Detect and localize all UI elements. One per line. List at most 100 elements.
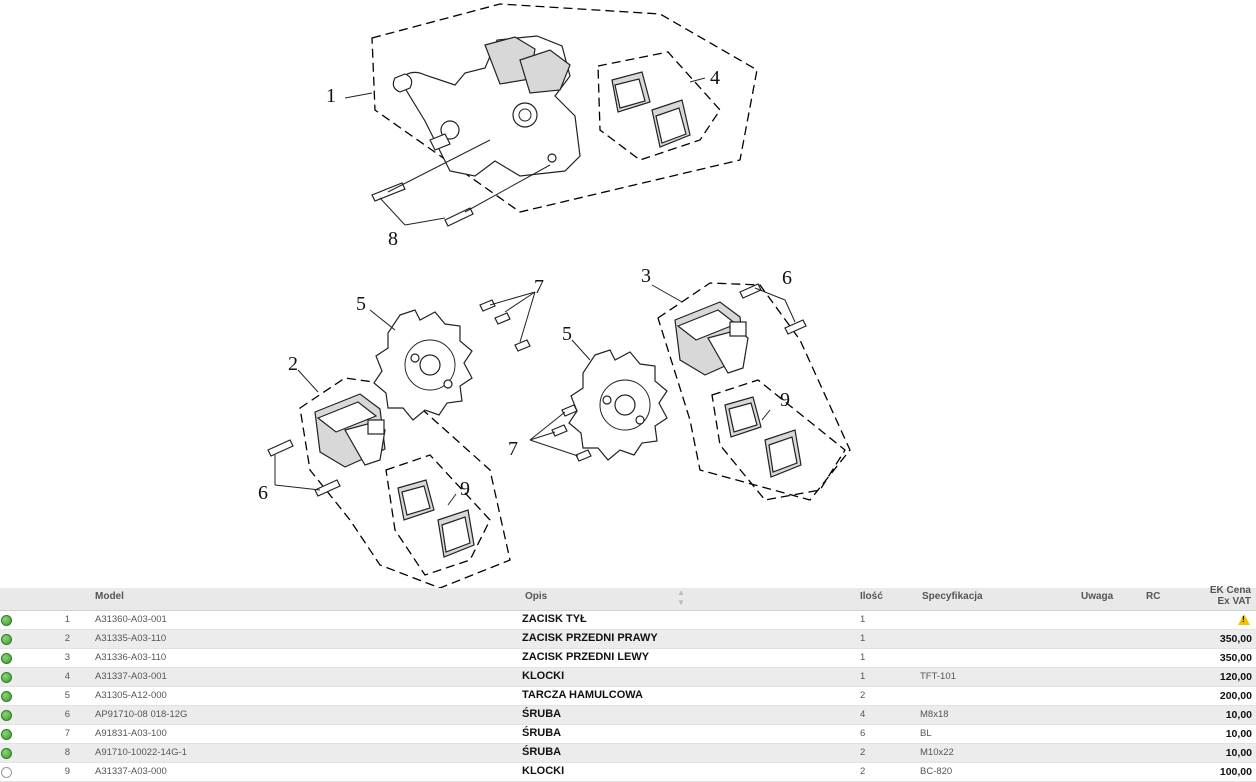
row-ilosc: 1	[860, 671, 866, 682]
header-uwaga[interactable]: Uwaga	[1081, 591, 1114, 602]
row-cena: 350,00	[1219, 652, 1252, 664]
row-spec: TFT-101	[920, 671, 956, 682]
status-dot-icon	[1, 615, 12, 626]
group-9-left-outline	[385, 454, 491, 576]
row-number: 9	[64, 766, 70, 777]
row-opis: TARCZA HAMULCOWA	[522, 689, 643, 701]
row-spec: M8x18	[920, 709, 949, 720]
callout-3: 3	[641, 265, 651, 287]
row-number: 2	[64, 633, 70, 644]
rear-caliper	[392, 35, 581, 177]
table-row[interactable]: 6 AP91710-08 018-12G ŚRUBA 4 M8x18 10,00	[0, 706, 1256, 725]
group-2-outline	[299, 377, 511, 589]
header-ilosc[interactable]: Ilość	[860, 591, 883, 602]
status-dot-icon	[1, 653, 12, 664]
row-ilosc: 1	[860, 614, 866, 625]
header-cena-line2: Ex VAT	[1217, 596, 1251, 607]
group-4-outline	[597, 51, 721, 161]
callout-9-left: 9	[460, 478, 470, 500]
row-cena: 10,00	[1225, 728, 1252, 740]
bolts-6-left	[267, 439, 341, 497]
status-dot-icon	[1, 634, 12, 645]
row-number: 4	[64, 671, 70, 682]
table-body: 1 A31360-A03-001 ZACISK TYŁ 1 2 A31335-A03-11…	[0, 611, 1256, 782]
bolts-7-upper	[479, 291, 536, 352]
row-spec: M10x22	[920, 747, 954, 758]
row-ilosc: 6	[860, 728, 866, 739]
row-model[interactable]: A31360-A03-001	[95, 614, 167, 625]
exploded-view-svg: 1 2 3 4 5 5 6 6 7 7 8 9 9	[258, 3, 851, 589]
bolts-8	[371, 139, 551, 227]
row-number: 1	[64, 614, 70, 625]
front-caliper-right	[674, 301, 749, 376]
bolts-7-lower	[529, 404, 592, 462]
row-model[interactable]: A31336-A03-110	[95, 652, 167, 663]
row-model[interactable]: A31337-A03-000	[95, 766, 167, 777]
row-model[interactable]: A31305-A12-000	[95, 690, 167, 701]
row-opis: ZACISK PRZEDNI PRAWY	[522, 632, 658, 644]
row-number: 5	[64, 690, 70, 701]
brake-pads-9-left	[397, 479, 475, 558]
row-number: 7	[64, 728, 70, 739]
front-caliper-left	[314, 393, 386, 468]
row-number: 3	[64, 652, 70, 663]
callout-2: 2	[288, 353, 298, 375]
row-spec: BC-820	[920, 766, 953, 777]
callout-9-right: 9	[780, 389, 790, 411]
callout-4: 4	[710, 67, 720, 89]
sort-arrows-icon[interactable]: ▲▼	[677, 588, 685, 607]
header-opis[interactable]: Opis	[525, 591, 548, 602]
row-opis: ŚRUBA	[522, 746, 562, 758]
row-model[interactable]: A31337-A03-001	[95, 671, 167, 682]
row-ilosc: 2	[860, 766, 866, 777]
callout-1: 1	[326, 85, 336, 107]
table-row[interactable]: 7 A91831-A03-100 ŚRUBA 6 BL 10,00	[0, 725, 1256, 744]
row-number: 6	[64, 709, 70, 720]
header-cena[interactable]: EK Cena Ex VAT	[1210, 585, 1251, 607]
row-cena: 350,00	[1219, 633, 1252, 645]
brake-pads-9-right	[724, 396, 802, 478]
row-model[interactable]: A91710-10022-14G-1	[95, 747, 187, 758]
callout-7-lower: 7	[508, 438, 518, 460]
callout-8: 8	[388, 228, 398, 250]
table-header: Model Opis ▲▼ Ilość Specyfikacja Uwaga R…	[0, 585, 1256, 611]
callout-5-left: 5	[356, 293, 366, 315]
status-dot-icon	[1, 767, 12, 778]
header-model[interactable]: Model	[95, 591, 124, 602]
row-cena: 100,00	[1219, 766, 1252, 778]
row-ilosc: 1	[860, 633, 866, 644]
row-number: 8	[64, 747, 70, 758]
status-dot-icon	[1, 710, 12, 721]
row-ilosc: 2	[860, 690, 866, 701]
table-row[interactable]: 1 A31360-A03-001 ZACISK TYŁ 1	[0, 611, 1256, 630]
row-opis: ŚRUBA	[522, 708, 562, 720]
row-cena: 120,00	[1219, 671, 1252, 683]
warning-icon	[1238, 614, 1250, 625]
row-model[interactable]: A31335-A03-110	[95, 633, 167, 644]
callout-6-left: 6	[258, 482, 268, 504]
header-spec[interactable]: Specyfikacja	[922, 591, 983, 602]
parts-table: Model Opis ▲▼ Ilość Specyfikacja Uwaga R…	[0, 585, 1256, 782]
row-opis: ZACISK TYŁ	[522, 613, 587, 625]
table-row[interactable]: 2 A31335-A03-110 ZACISK PRZEDNI PRAWY 1 350,…	[0, 630, 1256, 649]
group-9-right-outline	[711, 379, 846, 501]
brake-disc-right	[568, 349, 668, 461]
row-spec: BL	[920, 728, 932, 739]
row-opis: ŚRUBA	[522, 727, 562, 739]
row-cena: 10,00	[1225, 709, 1252, 721]
row-ilosc: 4	[860, 709, 866, 720]
callout-6-right: 6	[782, 267, 792, 289]
group-3-outline	[657, 282, 851, 501]
row-model[interactable]: AP91710-08 018-12G	[95, 709, 188, 720]
status-dot-icon	[1, 672, 12, 683]
header-rc[interactable]: RC	[1146, 591, 1161, 602]
row-opis: ZACISK PRZEDNI LEWY	[522, 651, 650, 663]
header-cena-line1: EK Cena	[1209, 585, 1251, 596]
row-cena: 10,00	[1225, 747, 1252, 759]
row-model[interactable]: A91831-A03-100	[95, 728, 167, 739]
